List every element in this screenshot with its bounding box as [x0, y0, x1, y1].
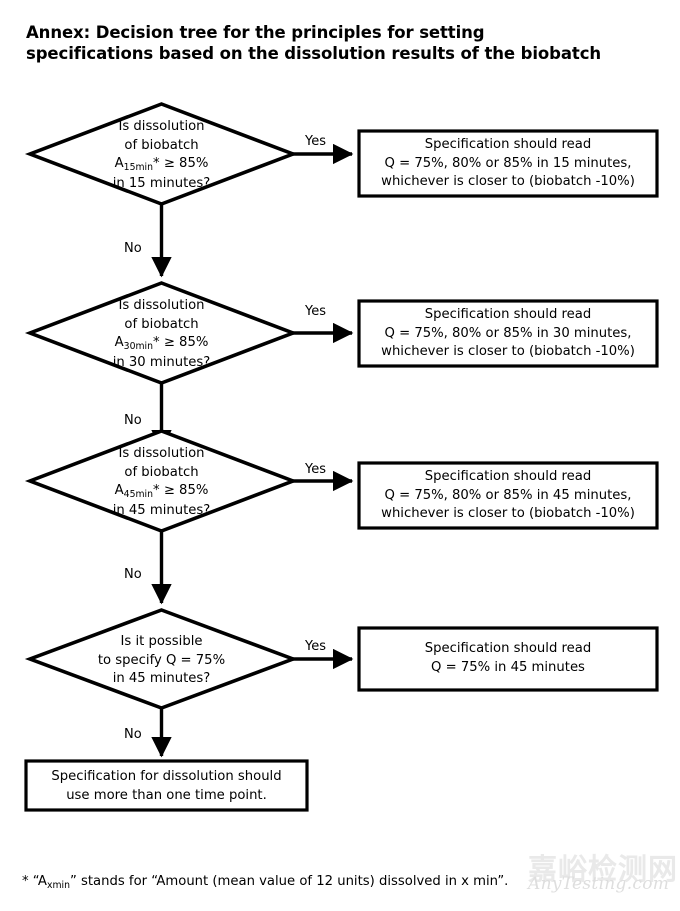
terminal-box[interactable]: Specification for dissolution should use… — [26, 768, 307, 805]
result-box-3-line-3: whichever is closer to (biobatch -10%) — [381, 506, 635, 521]
page-title-line-1: Annex: Decision tree for the principles … — [26, 23, 485, 42]
diamond-1-symbol-a: A — [114, 156, 124, 171]
result-box-4[interactable]: Specification should read Q = 75% in 45 … — [359, 640, 657, 677]
edge-label-no-2: No — [124, 413, 142, 428]
edge-label-yes-3: Yes — [305, 462, 326, 477]
result-box-4-line-2: Q = 75% in 45 minutes — [431, 659, 585, 675]
decision-diamond-4[interactable]: Is it possible to specify Q = 75% in 45 … — [30, 633, 293, 689]
diamond-4-line-1: Is it possible — [120, 634, 203, 649]
edge-label-yes-1: Yes — [305, 134, 326, 149]
result-box-2-line-3: whichever is closer to (biobatch -10%) — [381, 344, 635, 359]
diamond-3-line-2: of biobatch — [124, 464, 199, 480]
watermark-cjk: 嘉峪检测网 — [528, 852, 679, 886]
decision-diamond-3[interactable]: Is dissolution of biobatch A45min* ≥ 85%… — [30, 445, 293, 520]
diamond-1-symbol-subscript: 15min — [123, 161, 154, 173]
diamond-3-line-4: in 45 minutes? — [112, 502, 211, 518]
edge-label-no-3: No — [124, 567, 142, 582]
diamond-2-line-4: in 30 minutes? — [112, 354, 211, 370]
result-box-3-line-1: Specification should read — [424, 469, 592, 484]
result-box-4-line-1: Specification should read — [424, 641, 592, 656]
result-box-1-line-2: Q = 75%, 80% or 85% in 15 minutes, — [384, 155, 632, 171]
footnote: * “Axmin” stands for “Amount (mean value… — [22, 873, 508, 891]
diamond-2-line-2: of biobatch — [124, 316, 199, 332]
diamond-1-line-2: of biobatch — [124, 137, 199, 153]
footnote-subscript: xmin — [46, 879, 70, 891]
edge-label-no-1: No — [124, 241, 142, 256]
decision-diamond-1[interactable]: Is dissolution of biobatch A15min* ≥ 85%… — [30, 118, 293, 193]
footnote-before: * “A — [22, 874, 47, 889]
diamond-1-line-4: in 15 minutes? — [112, 175, 211, 191]
decision-diamond-2[interactable]: Is dissolution of biobatch A30min* ≥ 85%… — [30, 297, 293, 372]
diamond-1-line-1: Is dissolution — [118, 119, 205, 134]
terminal-box-line-1: Specification for dissolution should — [51, 769, 282, 784]
result-box-2-line-1: Specification should read — [424, 307, 592, 322]
result-box-1-line-3: whichever is closer to (biobatch -10%) — [381, 174, 635, 189]
diamond-3-symbol-rest: * ≥ 85% — [153, 483, 209, 498]
result-box-2-line-2: Q = 75%, 80% or 85% in 30 minutes, — [384, 325, 632, 341]
diamond-2-symbol-subscript: 30min — [123, 340, 154, 352]
terminal-box-line-2: use more than one time point. — [66, 787, 267, 803]
diamond-4-line-3: in 45 minutes? — [112, 671, 211, 686]
diamond-4-line-2: to specify Q = 75% — [97, 652, 226, 668]
diamond-3-symbol-a: A — [114, 483, 124, 498]
diamond-2-line-3: A30min* ≥ 85% — [30, 334, 293, 354]
diamond-2-symbol-rest: * ≥ 85% — [153, 335, 209, 350]
diamond-3-symbol-subscript: 45min — [123, 488, 154, 500]
result-box-3-line-2: Q = 75%, 80% or 85% in 45 minutes, — [384, 487, 632, 503]
diamond-3-line-1: Is dissolution — [118, 446, 205, 461]
diamond-3-line-3: A45min* ≥ 85% — [30, 482, 293, 502]
edge-label-no-4: No — [124, 727, 142, 742]
page-title-line-2: specifications based on the dissolution … — [26, 44, 602, 63]
diamond-1-line-3: A15min* ≥ 85% — [30, 155, 293, 175]
diamond-2-line-1: Is dissolution — [118, 298, 205, 313]
result-box-1-line-1: Specification should read — [424, 137, 592, 152]
result-box-1[interactable]: Specification should read Q = 75%, 80% o… — [359, 136, 657, 192]
watermark-latin: AnyTesting.com — [528, 874, 670, 894]
page-title: Annex: Decision tree for the principles … — [26, 22, 656, 64]
result-box-2[interactable]: Specification should read Q = 75%, 80% o… — [359, 306, 657, 362]
edge-label-yes-2: Yes — [305, 304, 326, 319]
diamond-1-symbol-rest: * ≥ 85% — [153, 156, 209, 171]
footnote-after: ” stands for “Amount (mean value of 12 u… — [69, 874, 509, 889]
edge-label-yes-4: Yes — [305, 639, 326, 654]
diamond-2-symbol-a: A — [114, 335, 124, 350]
result-box-3[interactable]: Specification should read Q = 75%, 80% o… — [359, 468, 657, 524]
